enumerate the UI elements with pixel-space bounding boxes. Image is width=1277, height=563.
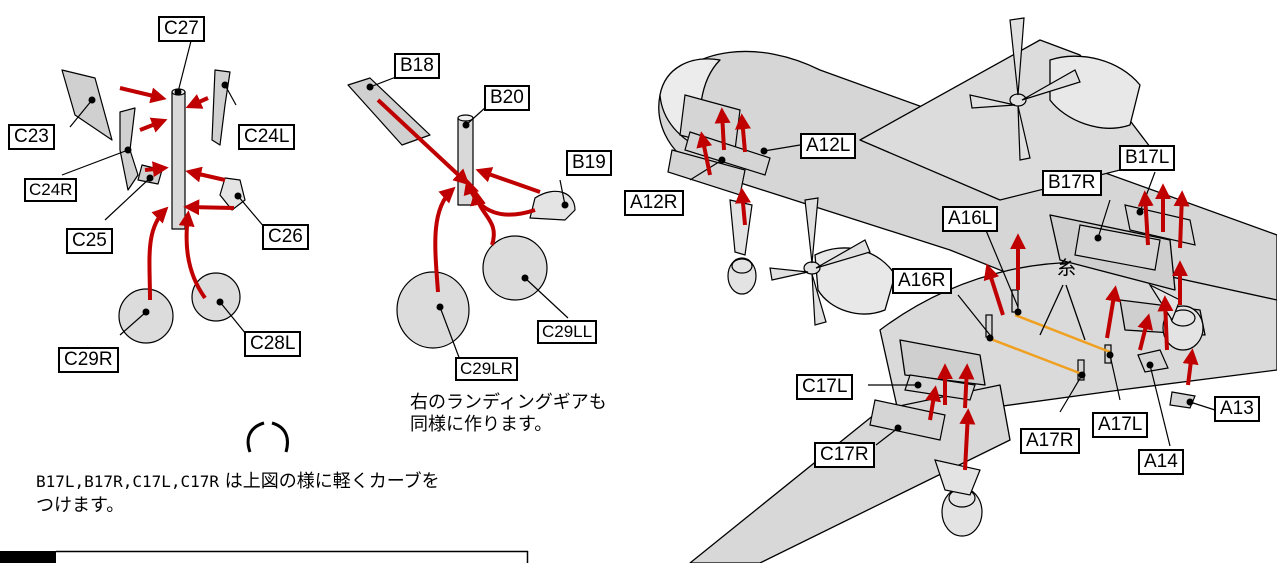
propeller-lower [769,197,871,326]
label-c17r: C17R [814,442,875,468]
label-a13: A13 [1214,396,1260,422]
label-c29r: C29R [58,347,119,373]
curve-note-line2: つけます。 [36,495,125,516]
label-c28l: C28L [244,331,302,357]
label-a12r: A12R [624,190,684,216]
assembly-arrows [119,86,1199,471]
label-c27: C27 [158,16,205,42]
label-c23: C23 [8,124,55,150]
right-gear-note-line1: 右のランディングギアも [410,392,607,413]
right-gear-note-line2: 同様に作ります。 [410,414,553,435]
curve-note-parts: B17L,B17R,C17L,C17R [36,472,220,491]
label-c17l: C17L [796,374,854,400]
propeller-upper [969,17,1081,161]
label-c29lr: C29LR [455,357,518,381]
label-b20: B20 [484,85,530,111]
label-a14: A14 [1138,449,1184,475]
label-c29ll: C29LL [537,320,598,344]
label-a17r: A17R [1020,428,1080,454]
label-c24l: C24L [238,124,296,150]
label-a16r: A16R [892,268,952,294]
curve-sample-glyphs [246,421,289,453]
thread-pointers [1039,284,1086,341]
label-c26: C26 [262,224,309,250]
label-a16l: A16L [942,206,999,232]
gear-parts-middle [347,77,576,349]
curve-note-line1: は上図の様に軽くカーブを [219,471,440,492]
leader-lines [61,40,1216,447]
label-a17l: A17L [1092,412,1149,438]
right-gear-note: 右のランディングギアも 同様に作ります。 [410,392,607,436]
leader-dots [88,81,1194,432]
next-step-box [0,550,529,563]
label-b19: B19 [566,150,612,176]
aircraft-wheels [727,199,1204,537]
label-b17r: B17R [1042,170,1102,196]
label-c25: C25 [66,228,113,254]
label-b17l: B17L [1119,145,1176,171]
curve-note: B17L,B17R,C17L,C17R は上図の様に軽くカーブを つけます。 [36,470,440,518]
gear-parts-left [61,69,246,344]
thread-lines [987,313,1111,376]
thread-label: 糸 [1057,257,1077,279]
label-b18: B18 [394,53,440,79]
label-a12l: A12L [800,133,857,159]
label-c24r: C24R [24,178,78,202]
